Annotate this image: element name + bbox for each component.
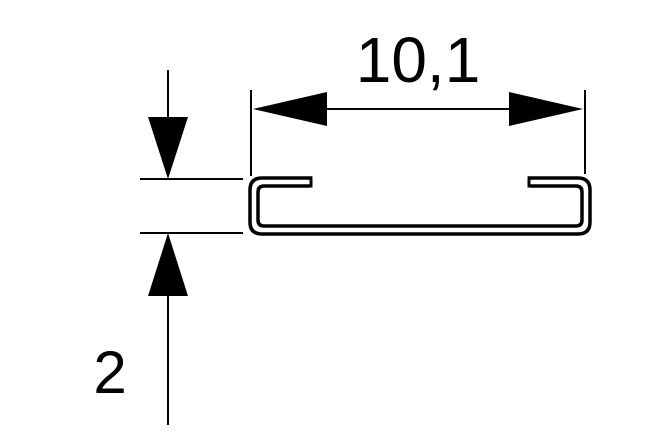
c-channel-profile [248,176,592,236]
profile-outline-outer [248,176,592,236]
height-dimension: 2 [93,70,243,425]
height-arrow-bottom [148,233,188,296]
width-arrow-right [509,92,583,126]
width-arrow-left [253,92,327,126]
width-dimension: 10,1 [250,24,586,176]
profile-outline-inner [256,184,584,228]
width-dimension-label: 10,1 [356,24,481,96]
height-arrow-top [148,117,188,179]
height-dimension-label: 2 [93,339,126,406]
